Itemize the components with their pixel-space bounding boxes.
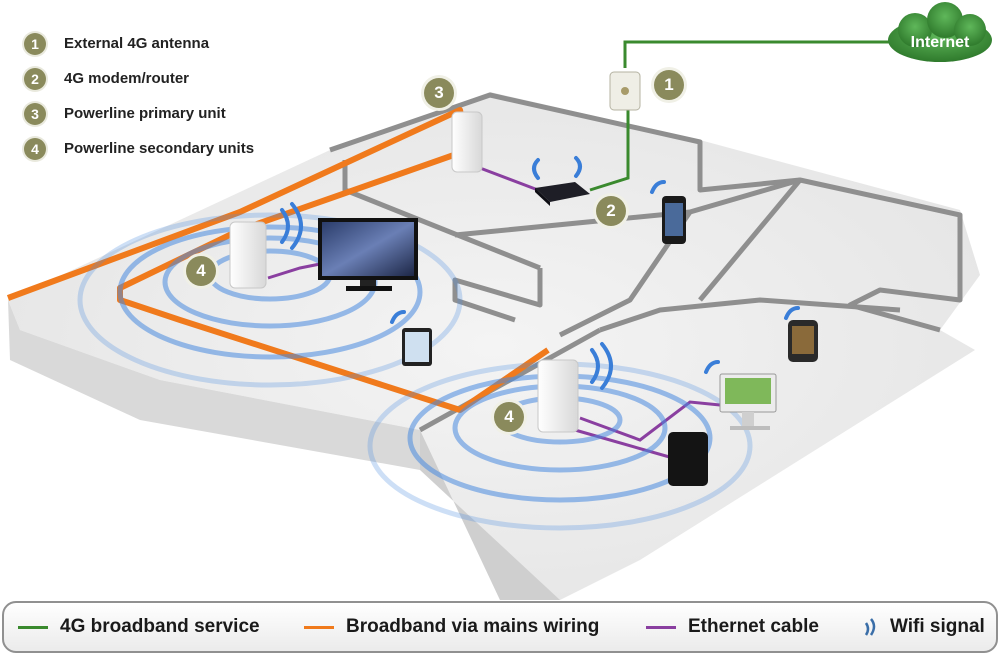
- secondary-unit-right-badge: 4: [494, 402, 524, 432]
- powerline-primary-device: [451, 111, 483, 173]
- legend-number: 2: [24, 67, 46, 90]
- wifi-signal-icons: [280, 156, 800, 390]
- floor-plan: [8, 92, 980, 600]
- game-console-device: [668, 432, 708, 486]
- legend-label: External 4G antenna: [64, 35, 210, 52]
- line-key-bar: 4G broadband service Broadband via mains…: [2, 601, 998, 653]
- key-label: Broadband via mains wiring: [346, 616, 600, 637]
- legend-label: Powerline primary unit: [64, 105, 226, 122]
- 4g-service-line-down: [589, 110, 630, 192]
- powerline-secondary-left-device: [229, 221, 267, 289]
- key-wifi: Wifi signal: [862, 616, 985, 638]
- key-4g-service: 4G broadband service: [18, 616, 260, 638]
- legend-label: Powerline secondary units: [64, 140, 255, 157]
- router-badge: 2: [596, 196, 626, 226]
- legend-label: 4G modem/router: [64, 70, 190, 87]
- key-label: Ethernet cable: [688, 616, 819, 637]
- key-label: Wifi signal: [890, 616, 985, 637]
- powerline-secondary-right-device: [537, 359, 579, 433]
- device-legend: 1 External 4G antenna 2 4G modem/router …: [24, 26, 254, 166]
- legend-number: 1: [24, 32, 46, 55]
- legend-number: 4: [24, 137, 46, 160]
- 4g-service-line: [623, 40, 895, 68]
- dock-phone-device: [788, 320, 818, 362]
- wifi-icon: [864, 618, 876, 636]
- key-ethernet: Ethernet cable: [646, 616, 819, 638]
- home-network-diagram: Internet: [6, 2, 992, 600]
- primary-unit-badge: 3: [424, 78, 454, 108]
- tv-device: [318, 218, 418, 291]
- purple-line-swatch: [646, 625, 676, 629]
- antenna-badge: 1: [654, 70, 684, 100]
- smartphone-device: [662, 196, 686, 244]
- cloud-label: Internet: [911, 34, 970, 51]
- desktop-computer-device: [719, 373, 777, 430]
- tablet-device: [402, 328, 432, 366]
- green-line-swatch: [18, 625, 48, 629]
- internet-cloud: Internet: [888, 2, 992, 62]
- legend-number: 3: [24, 102, 46, 125]
- legend-item: 1 External 4G antenna: [24, 26, 254, 61]
- legend-item: 4 Powerline secondary units: [24, 131, 254, 166]
- router-device: [535, 182, 590, 206]
- legend-item: 2 4G modem/router: [24, 61, 254, 96]
- legend-item: 3 Powerline primary unit: [24, 96, 254, 131]
- secondary-unit-left-badge: 4: [186, 256, 216, 286]
- key-mains-wiring: Broadband via mains wiring: [304, 616, 599, 638]
- antenna-device: [609, 71, 641, 111]
- key-label: 4G broadband service: [60, 616, 260, 637]
- orange-line-swatch: [304, 625, 334, 629]
